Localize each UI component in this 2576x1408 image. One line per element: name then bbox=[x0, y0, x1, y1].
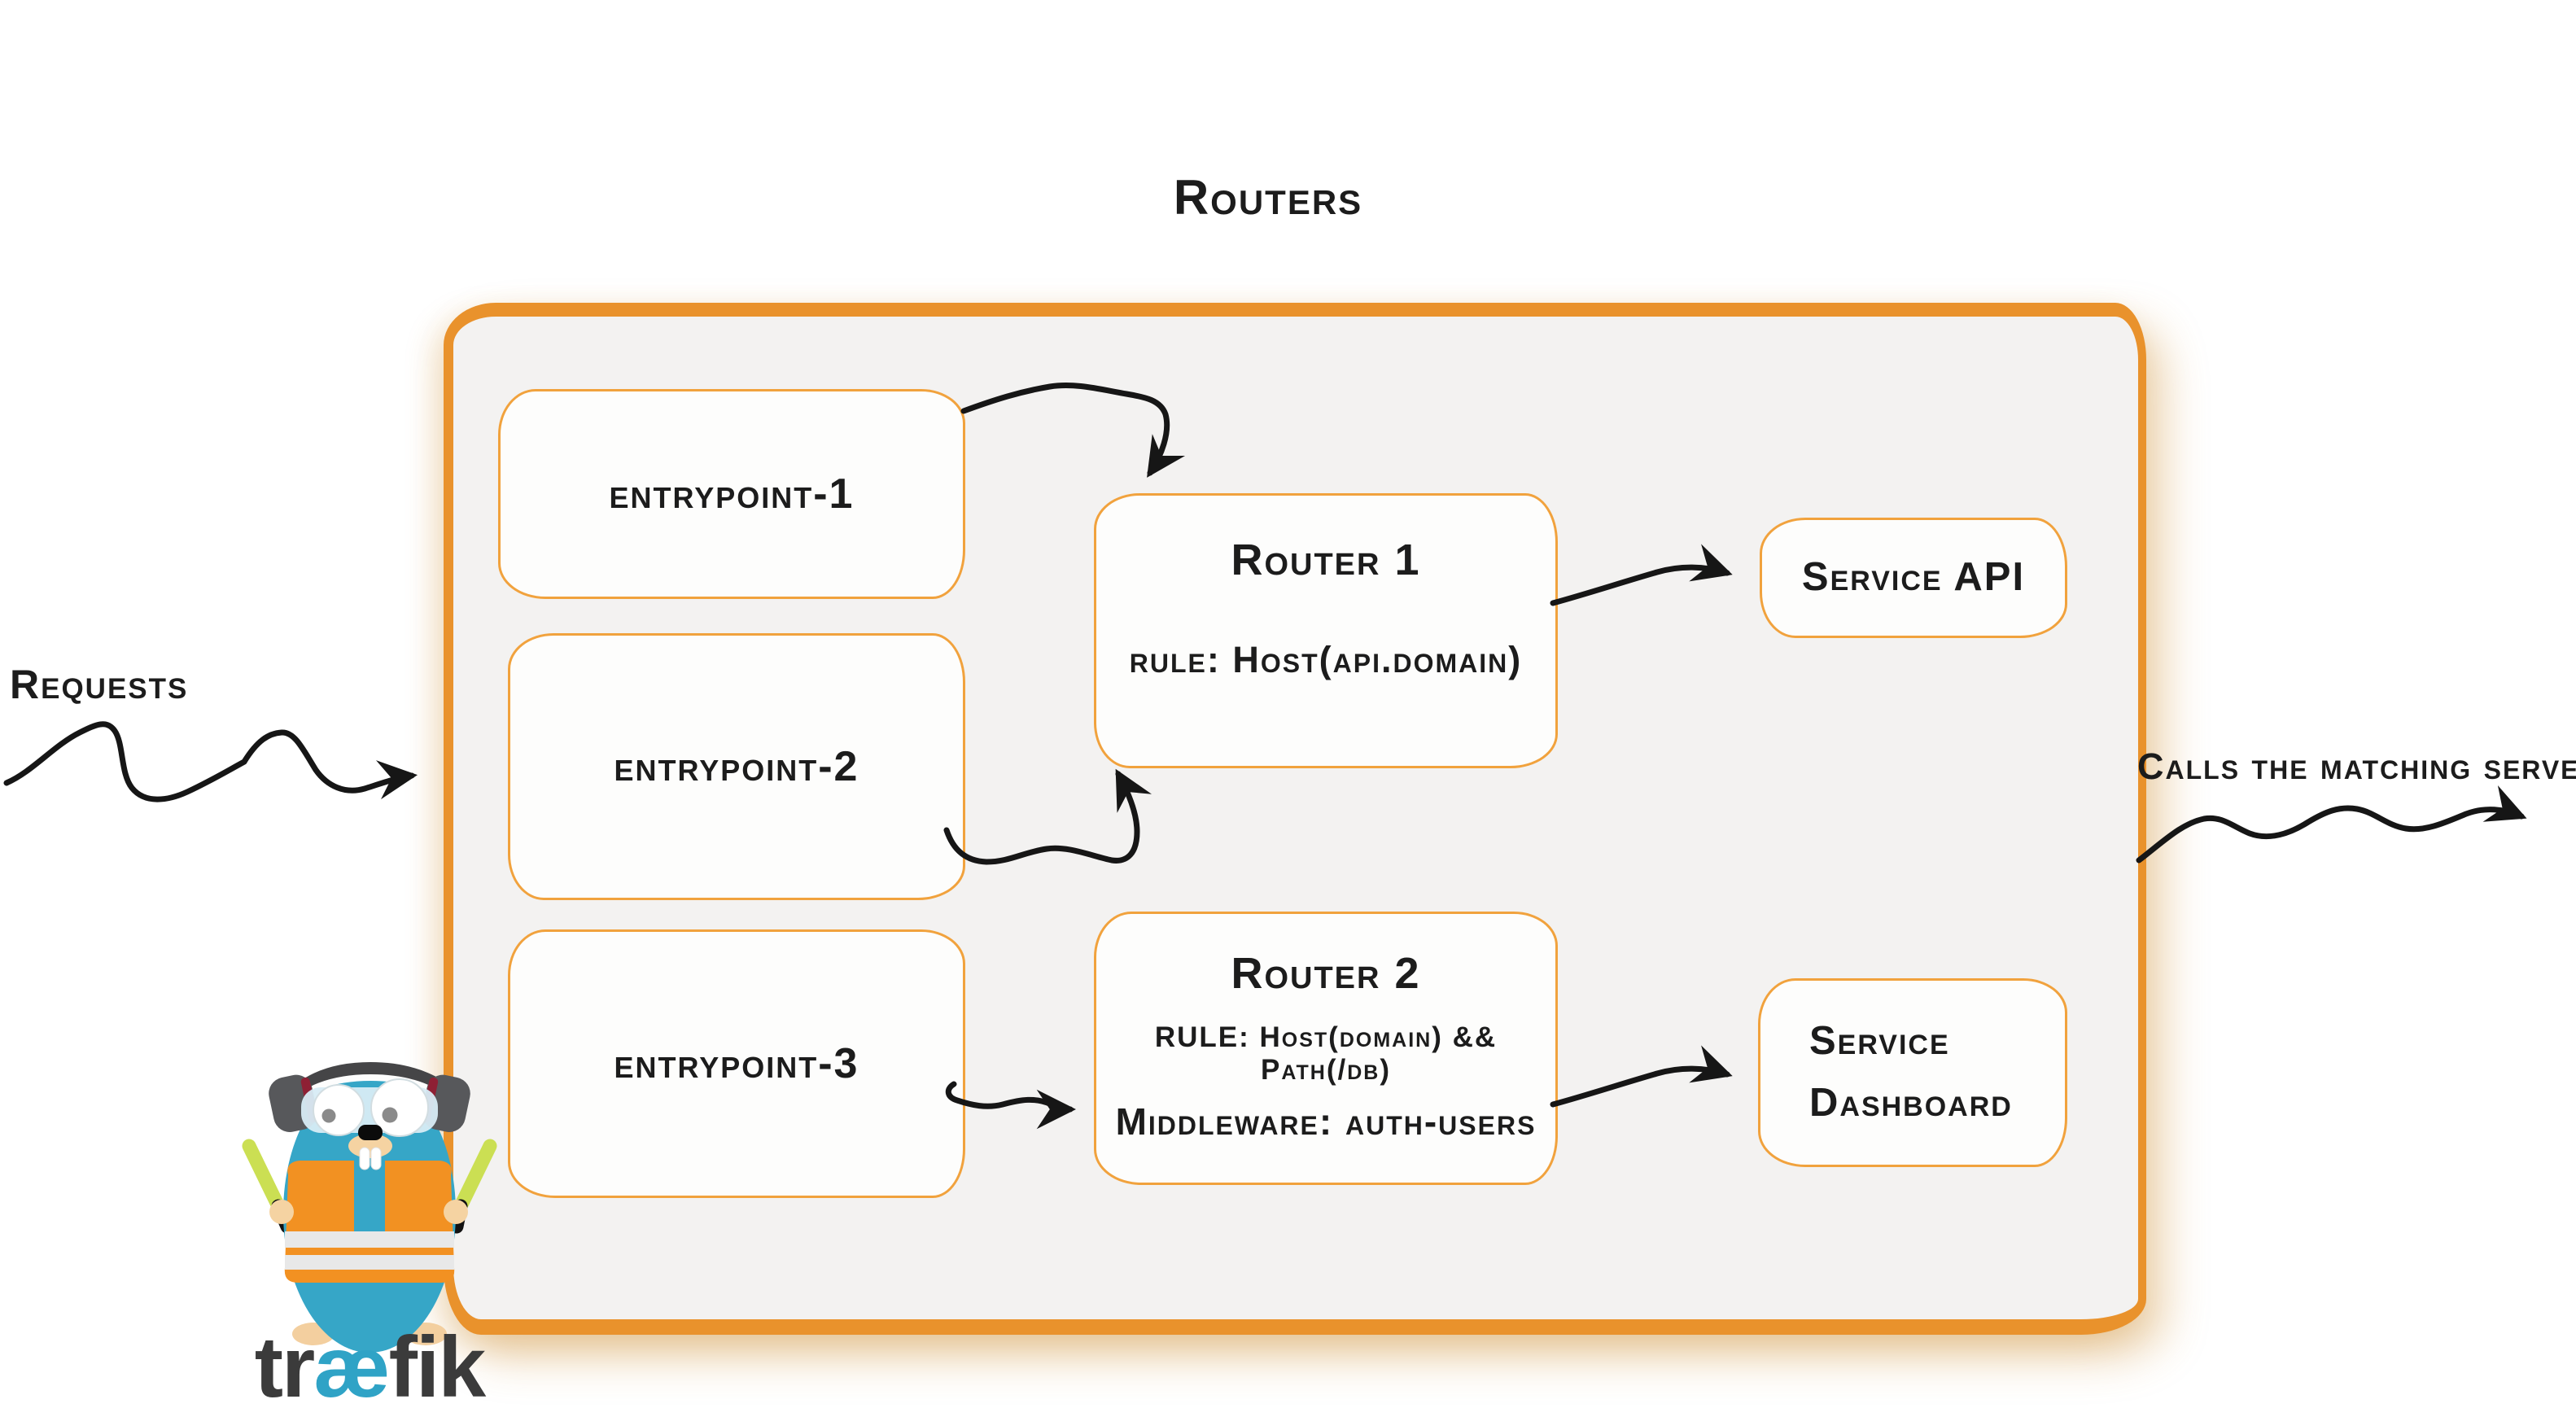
gopher-eye-left bbox=[313, 1084, 365, 1136]
entrypoint-1-label: entrypoint-1 bbox=[609, 470, 855, 518]
router-1-box: Router 1 rule: Host(api.domain) bbox=[1094, 493, 1558, 768]
service-dashboard-label-line1: Service bbox=[1809, 1019, 1950, 1064]
calls-matching-server-label: Calls the matching server bbox=[2137, 746, 2576, 787]
entrypoint-3-box: entrypoint-3 bbox=[508, 929, 965, 1198]
gopher-pupil-right bbox=[382, 1107, 398, 1123]
gopher-hand-left bbox=[269, 1200, 294, 1224]
entrypoint-3-label: entrypoint-3 bbox=[614, 1040, 859, 1087]
gopher-eye-right bbox=[370, 1078, 429, 1137]
arrow-requests-to-container bbox=[3, 721, 418, 802]
gopher-hand-right bbox=[444, 1200, 468, 1224]
service-dashboard-label-line2: Dashboard bbox=[1809, 1081, 2013, 1125]
service-dashboard-box: Service Dashboard bbox=[1758, 978, 2067, 1167]
entrypoint-1-box: entrypoint-1 bbox=[498, 389, 965, 599]
router-2-title: Router 2 bbox=[1231, 949, 1421, 998]
entrypoint-2-label: entrypoint-2 bbox=[614, 743, 859, 790]
gopher-snout bbox=[348, 1125, 392, 1170]
requests-label: Requests bbox=[10, 662, 189, 707]
gopher-goggles bbox=[301, 1078, 438, 1137]
arrow-container-to-caller bbox=[2136, 785, 2527, 864]
gopher-pupil-left bbox=[321, 1108, 336, 1123]
router-2-middleware: Middleware: auth-users bbox=[1115, 1100, 1537, 1143]
service-api-label: Service API bbox=[1801, 555, 2026, 600]
router-2-box: Router 2 RULE: Host(domain) && Path(/db)… bbox=[1094, 912, 1558, 1185]
router-2-rule: RULE: Host(domain) && Path(/db) bbox=[1154, 1021, 1498, 1086]
diagram-title: Routers bbox=[1173, 170, 1363, 225]
traefik-logo: træfik bbox=[242, 1062, 497, 1408]
entrypoint-2-box: entrypoint-2 bbox=[508, 633, 965, 900]
service-api-box: Service API bbox=[1760, 518, 2067, 638]
router-1-rule: rule: Host(api.domain) bbox=[1129, 639, 1523, 680]
router-1-title: Router 1 bbox=[1231, 536, 1421, 584]
safety-vest bbox=[284, 1161, 455, 1283]
traefik-wordmark: træfik bbox=[255, 1319, 488, 1408]
